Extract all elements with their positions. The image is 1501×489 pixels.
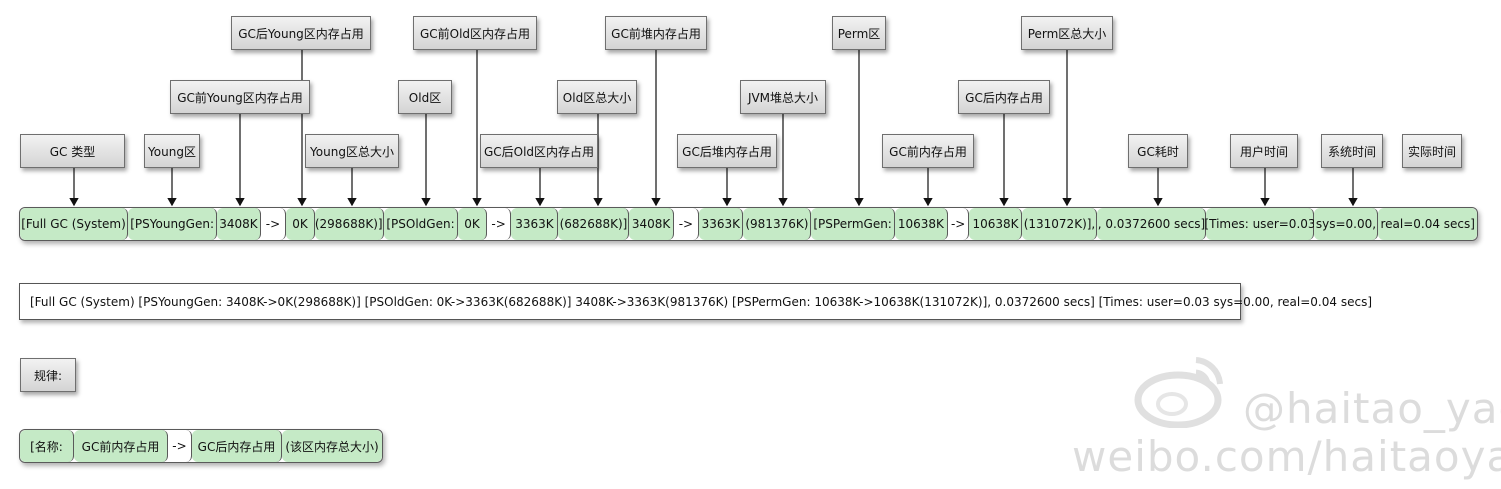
label-gc-after-young: GC后Young区内存占用 xyxy=(231,16,371,50)
label-perm: Perm区 xyxy=(832,16,886,50)
seg-heap-after: 3363K xyxy=(699,208,744,240)
seg-old-before: 0K xyxy=(458,208,487,240)
label-gc-time: GC耗时 xyxy=(1128,134,1188,168)
seg-real-time: real=0.04 secs] xyxy=(1378,208,1477,240)
label-old-total: Old区总大小 xyxy=(557,80,637,114)
seg-full-gc: [Full GC (System) xyxy=(20,208,128,240)
gc-log-segments: [Full GC (System) [PSYoungGen: 3408K -> … xyxy=(19,207,1478,241)
rule-arrow: -> xyxy=(168,430,192,462)
full-log-text: [Full GC (System) [PSYoungGen: 3408K->0K… xyxy=(19,283,1372,320)
label-real-time: 实际时间 xyxy=(1402,134,1462,168)
label-sys-time: 系统时间 xyxy=(1321,134,1383,168)
rule-total: (该区内存总大小) xyxy=(282,430,382,462)
label-gc-after-heap: GC后堆内存占用 xyxy=(677,134,777,168)
seg-user-time: [Times: user=0.03 xyxy=(1204,208,1316,240)
rule-segments: [名称: GC前内存占用 -> GC后内存占用 (该区内存总大小) xyxy=(19,429,383,463)
seg-young-before: 3408K xyxy=(217,208,261,240)
seg-old-total: (682688K)] xyxy=(558,208,630,240)
seg-arrow: -> xyxy=(673,208,700,240)
label-gc-before-old: GC前Old区内存占用 xyxy=(413,16,537,50)
label-jvm-heap-total: JVM堆总大小 xyxy=(740,80,826,114)
rule-gc-before: GC前内存占用 xyxy=(74,430,168,462)
label-perm-total: Perm区总大小 xyxy=(1021,16,1113,50)
watermark-url: weibo.com/haitaoyao xyxy=(1072,432,1501,481)
rule-gc-after: GC后内存占用 xyxy=(192,430,282,462)
label-gc-after-mem: GC后内存占用 xyxy=(958,80,1050,114)
seg-gc-secs: , 0.0372600 secs] xyxy=(1097,208,1207,240)
seg-psoldgen: [PSOldGen: xyxy=(383,208,459,240)
weibo-logo-icon xyxy=(1134,357,1223,428)
seg-heap-total: (981376K) xyxy=(743,208,812,240)
rule-name: [名称: xyxy=(20,430,74,462)
label-gc-after-old: GC后Old区内存占用 xyxy=(480,134,598,168)
seg-sys-time: sys=0.00, xyxy=(1314,208,1379,240)
label-rule: 规律: xyxy=(20,358,76,392)
seg-perm-before: 10638K xyxy=(894,208,948,240)
label-user-time: 用户时间 xyxy=(1230,134,1298,168)
label-gc-type: GC 类型 xyxy=(20,134,125,168)
label-young: Young区 xyxy=(144,134,200,168)
seg-arrow: -> xyxy=(486,208,512,240)
seg-perm-after: 10638K xyxy=(969,208,1023,240)
seg-young-after: 0K xyxy=(286,208,315,240)
seg-young-total: (298688K)] xyxy=(314,208,384,240)
label-young-total: Young区总大小 xyxy=(305,134,399,168)
seg-pspermgen: [PSPermGen: xyxy=(811,208,895,240)
seg-psyounggen: [PSYoungGen: xyxy=(128,208,218,240)
label-gc-before-heap: GC前堆内存占用 xyxy=(605,16,707,50)
seg-arrow: -> xyxy=(260,208,287,240)
seg-old-after: 3363K xyxy=(511,208,559,240)
seg-perm-total: (131072K)], xyxy=(1022,208,1098,240)
label-gc-before-mem: GC前内存占用 xyxy=(882,134,974,168)
seg-heap-before: 3408K xyxy=(629,208,674,240)
seg-arrow: -> xyxy=(947,208,970,240)
watermark-handle: @haitao_yao xyxy=(1243,384,1501,433)
label-old: Old区 xyxy=(398,80,452,114)
label-gc-before-young: GC前Young区内存占用 xyxy=(170,80,310,114)
